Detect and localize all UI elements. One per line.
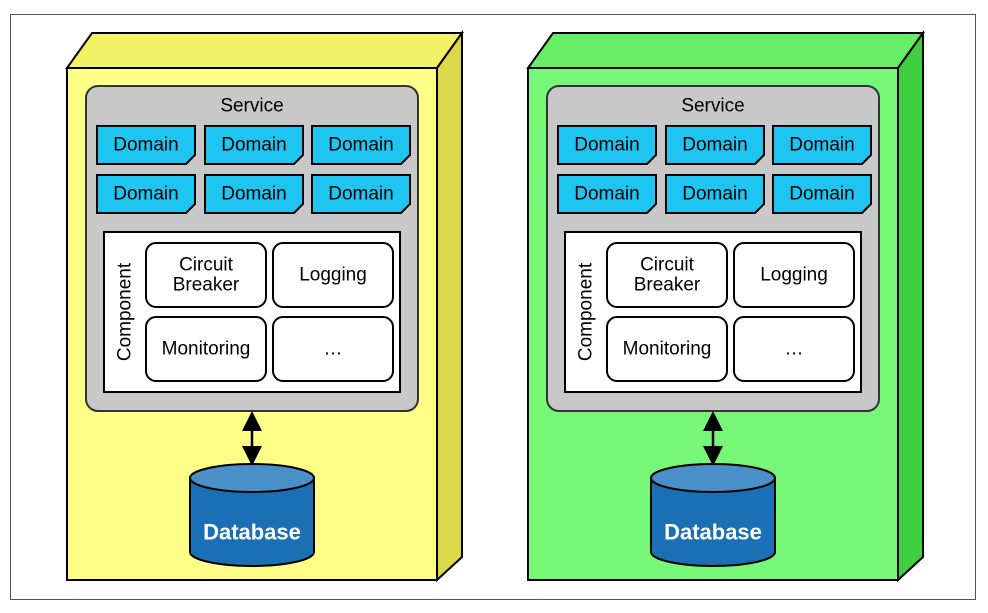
- domain-label: Domain: [113, 135, 178, 156]
- database-label: Database: [664, 520, 762, 545]
- domain-label: Domain: [682, 184, 747, 205]
- database-label: Database: [203, 520, 301, 545]
- domain-box: [557, 174, 657, 214]
- box-side-face: [897, 29, 924, 583]
- database-top: [650, 463, 776, 493]
- domain-label: Domain: [113, 184, 178, 205]
- box-side-face: [436, 29, 463, 583]
- component-item-label: Logging: [760, 265, 828, 286]
- domain-box: [665, 125, 765, 165]
- component-label: Component: [115, 262, 136, 361]
- component-item-label: Logging: [299, 265, 367, 286]
- domain-box: [204, 174, 304, 214]
- domain-box: [96, 125, 196, 165]
- component-item-label: Monitoring: [162, 339, 251, 360]
- box-top-face: [65, 32, 464, 69]
- component-box: [145, 242, 267, 308]
- domain-label: Domain: [789, 135, 854, 156]
- figure-frame: [10, 14, 976, 600]
- domain-box: [772, 174, 872, 214]
- domain-label: Domain: [221, 184, 286, 205]
- domain-label: Domain: [328, 135, 393, 156]
- database-body: [650, 477, 776, 567]
- domain-box: [665, 174, 765, 214]
- box-top-face: [526, 32, 925, 69]
- component-box: [272, 316, 394, 382]
- domain-box: [96, 174, 196, 214]
- component-item-label: Monitoring: [623, 339, 712, 360]
- domain-label: Domain: [574, 135, 639, 156]
- component-box: [733, 242, 855, 308]
- domain-label: Domain: [221, 135, 286, 156]
- component-box: [733, 316, 855, 382]
- domain-box: [311, 174, 411, 214]
- domain-box: [557, 125, 657, 165]
- component-box: [606, 242, 728, 308]
- domain-box: [772, 125, 872, 165]
- domain-box: [311, 125, 411, 165]
- domain-label: Domain: [328, 184, 393, 205]
- domain-label: Domain: [574, 184, 639, 205]
- database-top: [189, 463, 315, 493]
- component-box: [145, 316, 267, 382]
- domain-label: Domain: [682, 135, 747, 156]
- component-item-label: …: [324, 339, 343, 360]
- component-label: Component: [576, 262, 597, 361]
- component-box: [272, 242, 394, 308]
- domain-box: [204, 125, 304, 165]
- domain-label: Domain: [789, 184, 854, 205]
- service-label: Service: [681, 96, 744, 117]
- component-box: [606, 316, 728, 382]
- database-body: [189, 477, 315, 567]
- service-label: Service: [220, 96, 283, 117]
- component-item-label: …: [785, 339, 804, 360]
